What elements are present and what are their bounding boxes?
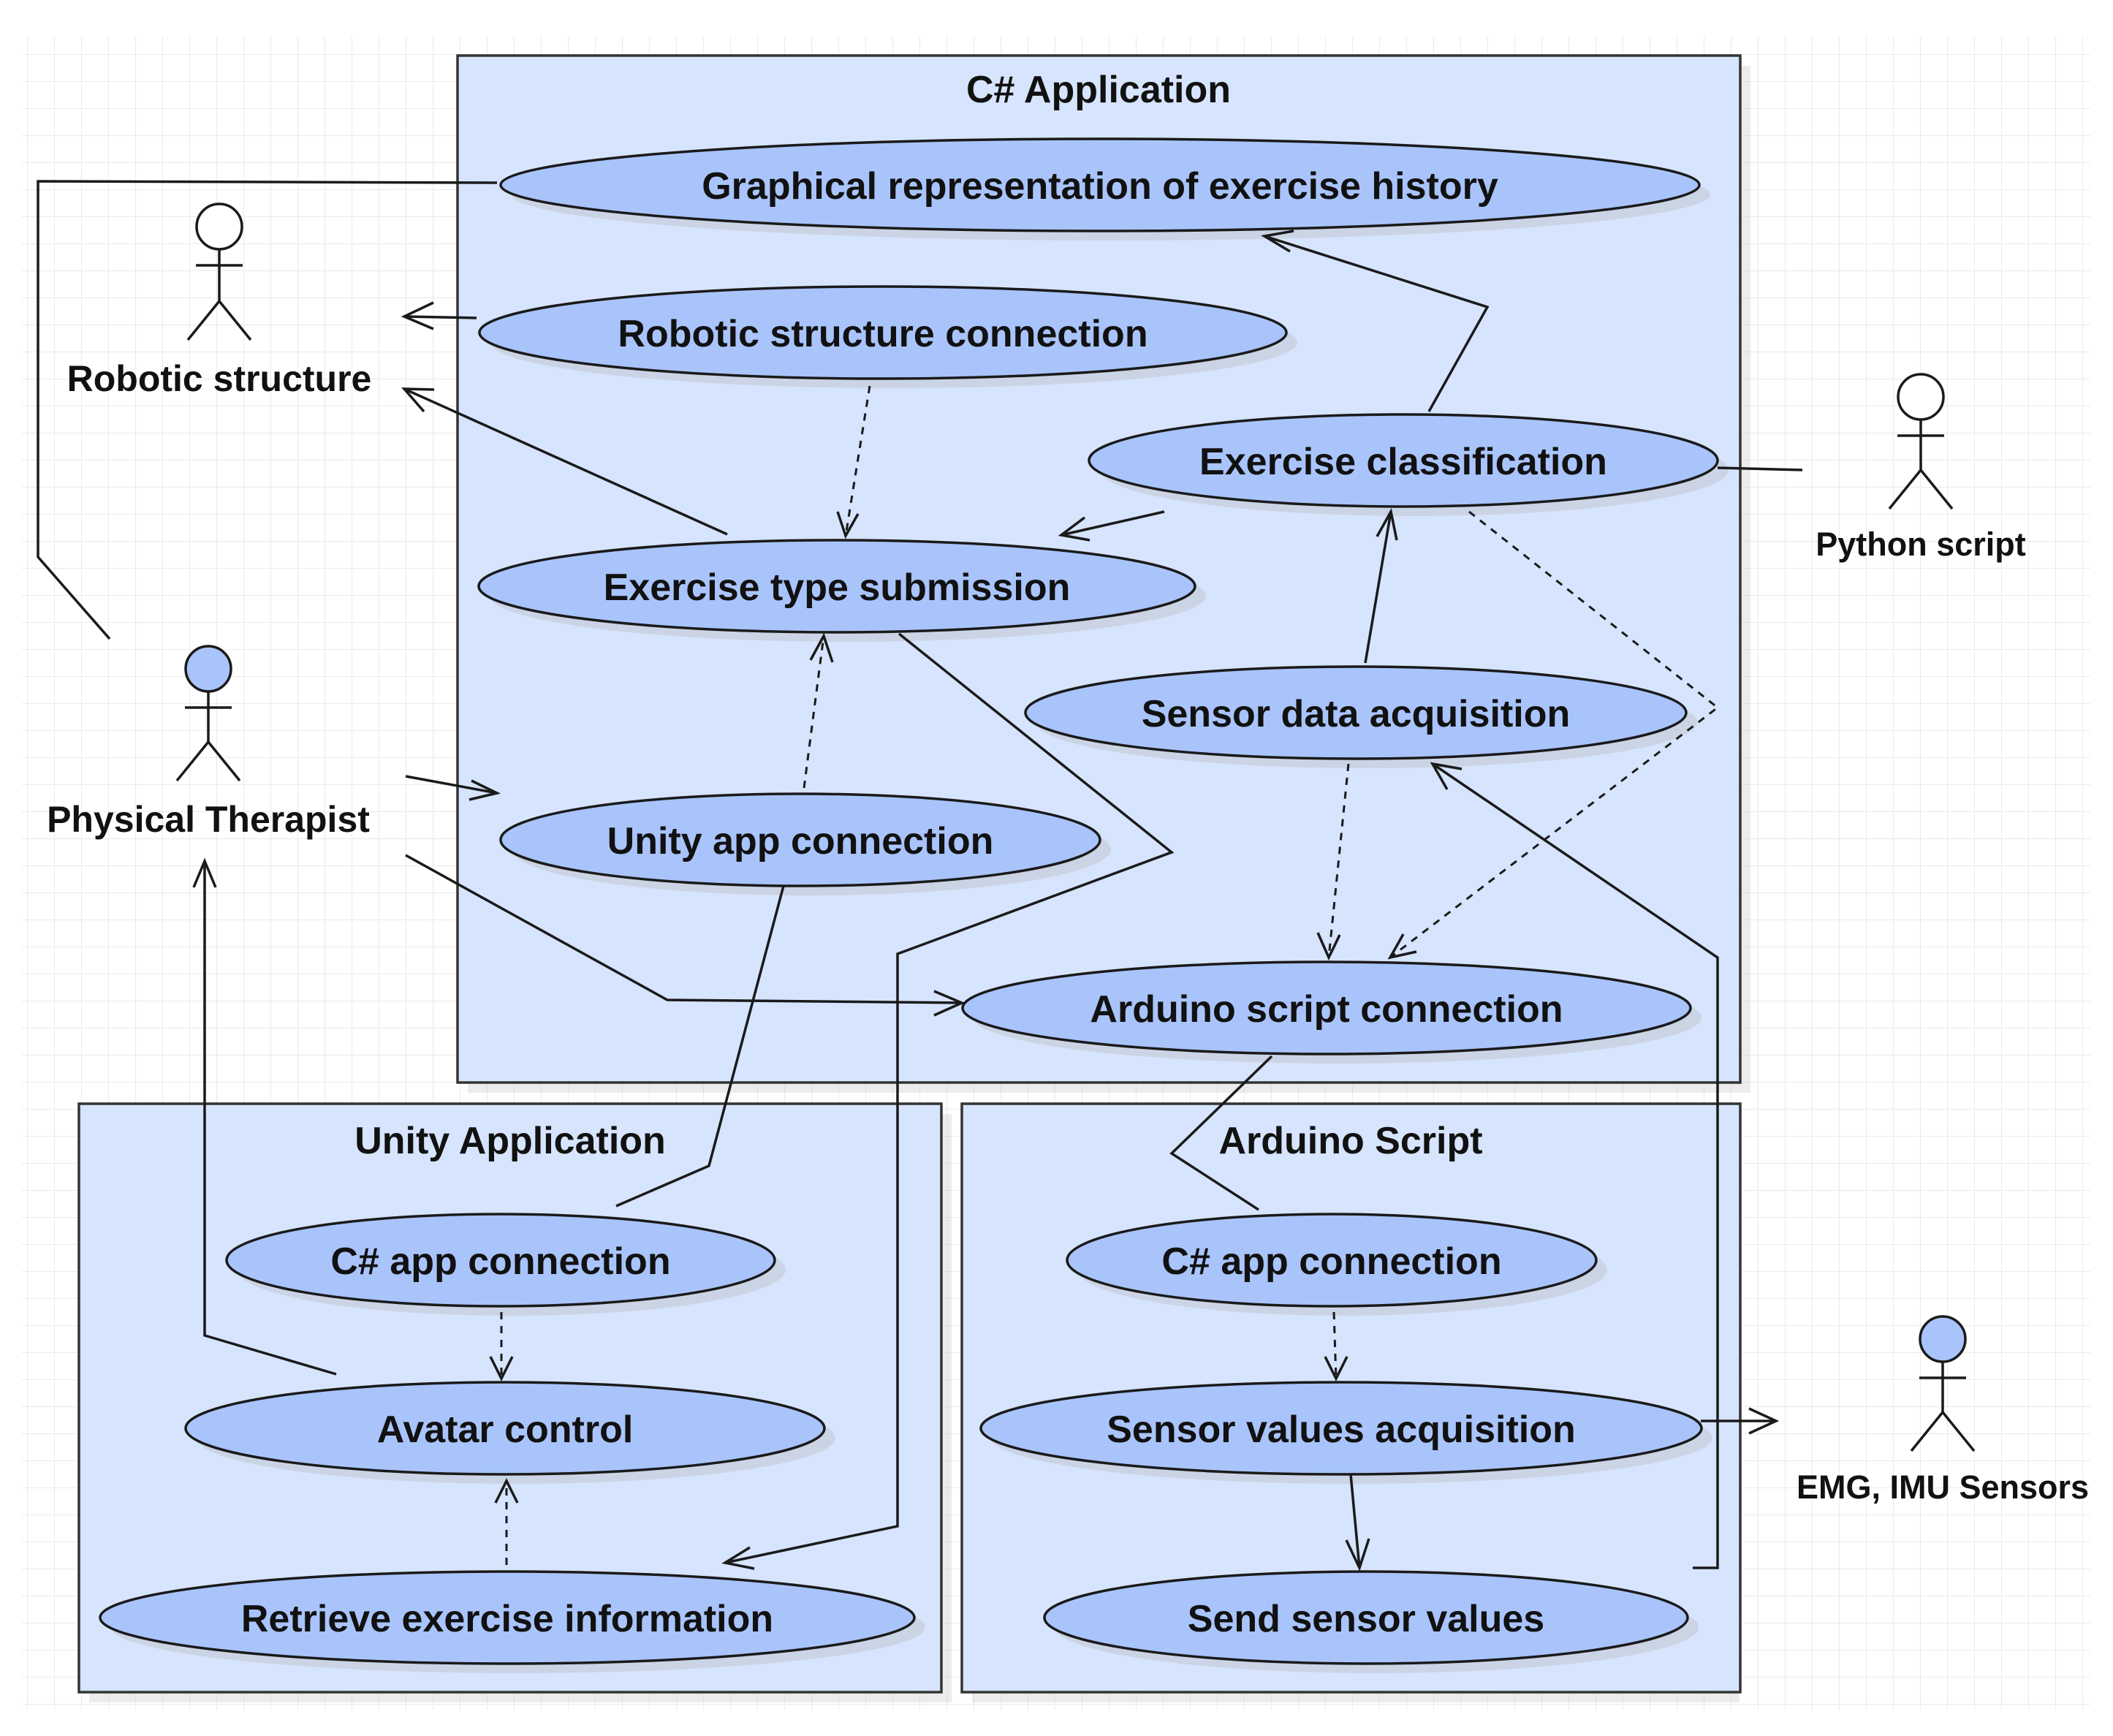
use-case-retrieve-exercise-information: Retrieve exercise information: [99, 1570, 925, 1673]
association-send-values-sensor-data: [1432, 762, 1719, 1569]
actor-head: [184, 645, 232, 693]
association-sensor-values-send-values: [1349, 1474, 1361, 1569]
use-case-label: Retrieve exercise information: [241, 1598, 773, 1640]
dependency-sensor-data-arduino-connection: [1327, 763, 1350, 958]
actor-head: [1897, 373, 1945, 421]
use-case-label: Graphical representation of exercise his…: [702, 165, 1498, 208]
use-case-label: Send sensor values: [1188, 1598, 1544, 1640]
actor-label: Physical Therapist: [47, 799, 370, 840]
use-case-label: C# app connection: [1161, 1240, 1501, 1283]
association-unity-app-csharp-app: [615, 885, 785, 1208]
association-therapist-graphical-history: [37, 180, 498, 640]
use-case-arduino-csharp-app-connection: C# app connection: [1066, 1213, 1607, 1316]
use-case-label: Exercise classification: [1199, 441, 1607, 483]
arrowhead: [836, 511, 860, 539]
arrowhead: [1058, 516, 1090, 542]
actor-label: Python script: [1816, 526, 2026, 563]
arrowhead: [192, 857, 217, 888]
use-case-label: Exercise type submission: [604, 566, 1071, 609]
use-case-label: Unity app connection: [607, 820, 994, 863]
use-case-label: Sensor values acquisition: [1107, 1409, 1576, 1451]
actor-head: [1919, 1315, 1967, 1363]
association-therapist-arduino-connection: [405, 854, 963, 1004]
arrowhead: [468, 779, 501, 801]
arrowhead: [1430, 762, 1463, 790]
use-case-label: C# app connection: [330, 1240, 670, 1283]
use-case-exercise-type-submission: Exercise type submission: [477, 539, 1206, 642]
dependency-csharp-app-sensor-values: [1332, 1311, 1338, 1379]
use-case-unity-app-connection: Unity app connection: [499, 792, 1111, 895]
csharp-application-title: C# Application: [966, 69, 1231, 111]
use-case-label: Arduino script connection: [1090, 988, 1563, 1031]
actor-emg-imu-sensors: EMG, IMU Sensors: [1797, 1315, 2089, 1506]
use-case-exercise-classification: Exercise classification: [1088, 413, 1729, 516]
arrowhead: [401, 301, 434, 330]
actor-label: EMG, IMU Sensors: [1797, 1468, 2089, 1506]
use-case-label: Robotic structure connection: [618, 313, 1147, 355]
arrowhead: [1748, 1407, 1780, 1435]
arduino-script-title: Arduino Script: [1218, 1120, 1482, 1162]
arrowhead: [1387, 933, 1417, 960]
association-sensor-data-classification: [1364, 511, 1392, 664]
actor-robotic-structure: Robotic structure: [67, 202, 372, 399]
arrowhead: [1261, 230, 1294, 253]
use-case-label: Avatar control: [377, 1409, 634, 1451]
dependency-unity-app-submission: [803, 635, 825, 789]
use-case-send-sensor-values: Send sensor values: [1043, 1570, 1699, 1673]
association-classification-submission: [1061, 510, 1165, 537]
actor-head: [195, 202, 243, 251]
association-classification-python-script: [1717, 466, 1803, 471]
association-arduino-connection-csharp-app: [1169, 1055, 1273, 1211]
arrowhead: [494, 1478, 519, 1504]
unity-application-title: Unity Application: [354, 1120, 666, 1162]
use-case-robotic-structure-connection: Robotic structure connection: [478, 285, 1297, 388]
arrowhead: [809, 632, 834, 663]
dependency-robotic-connection-submission: [844, 385, 871, 537]
arrowhead: [1324, 1356, 1348, 1381]
association-submission-robotic-structure: [403, 387, 728, 536]
use-case-avatar-control: Avatar control: [184, 1381, 835, 1484]
actor-physical-therapist: Physical Therapist: [47, 645, 370, 840]
association-avatar-therapist: [203, 861, 337, 1376]
arrowhead: [1376, 508, 1398, 541]
use-case-sensor-values-acquisition: Sensor values acquisition: [979, 1381, 1712, 1484]
arrowhead: [1316, 932, 1341, 961]
use-case-unity-csharp-app-connection: C# app connection: [225, 1213, 786, 1316]
association-classification-graphical-history: [1264, 235, 1490, 412]
actor-python-script: Python script: [1816, 373, 2026, 563]
arrowhead: [1345, 1538, 1370, 1572]
actor-label: Robotic structure: [67, 358, 372, 399]
use-case-label: Sensor data acquisition: [1142, 693, 1571, 735]
arrowhead: [489, 1356, 514, 1381]
association-therapist-unity-app-connection: [405, 775, 498, 795]
arrowhead: [933, 990, 966, 1017]
use-case-graphical-history: Graphical representation of exercise his…: [499, 137, 1710, 240]
use-case-sensor-data-acquisition: Sensor data acquisition: [1024, 665, 1697, 768]
association-robotic-connection-robotic-structure: [403, 315, 477, 319]
arrowhead: [401, 387, 435, 413]
association-submission-retrieve-exercise: [724, 632, 1175, 1564]
arrowhead: [721, 1546, 755, 1570]
use-case-arduino-script-connection: Arduino script connection: [961, 960, 1702, 1064]
